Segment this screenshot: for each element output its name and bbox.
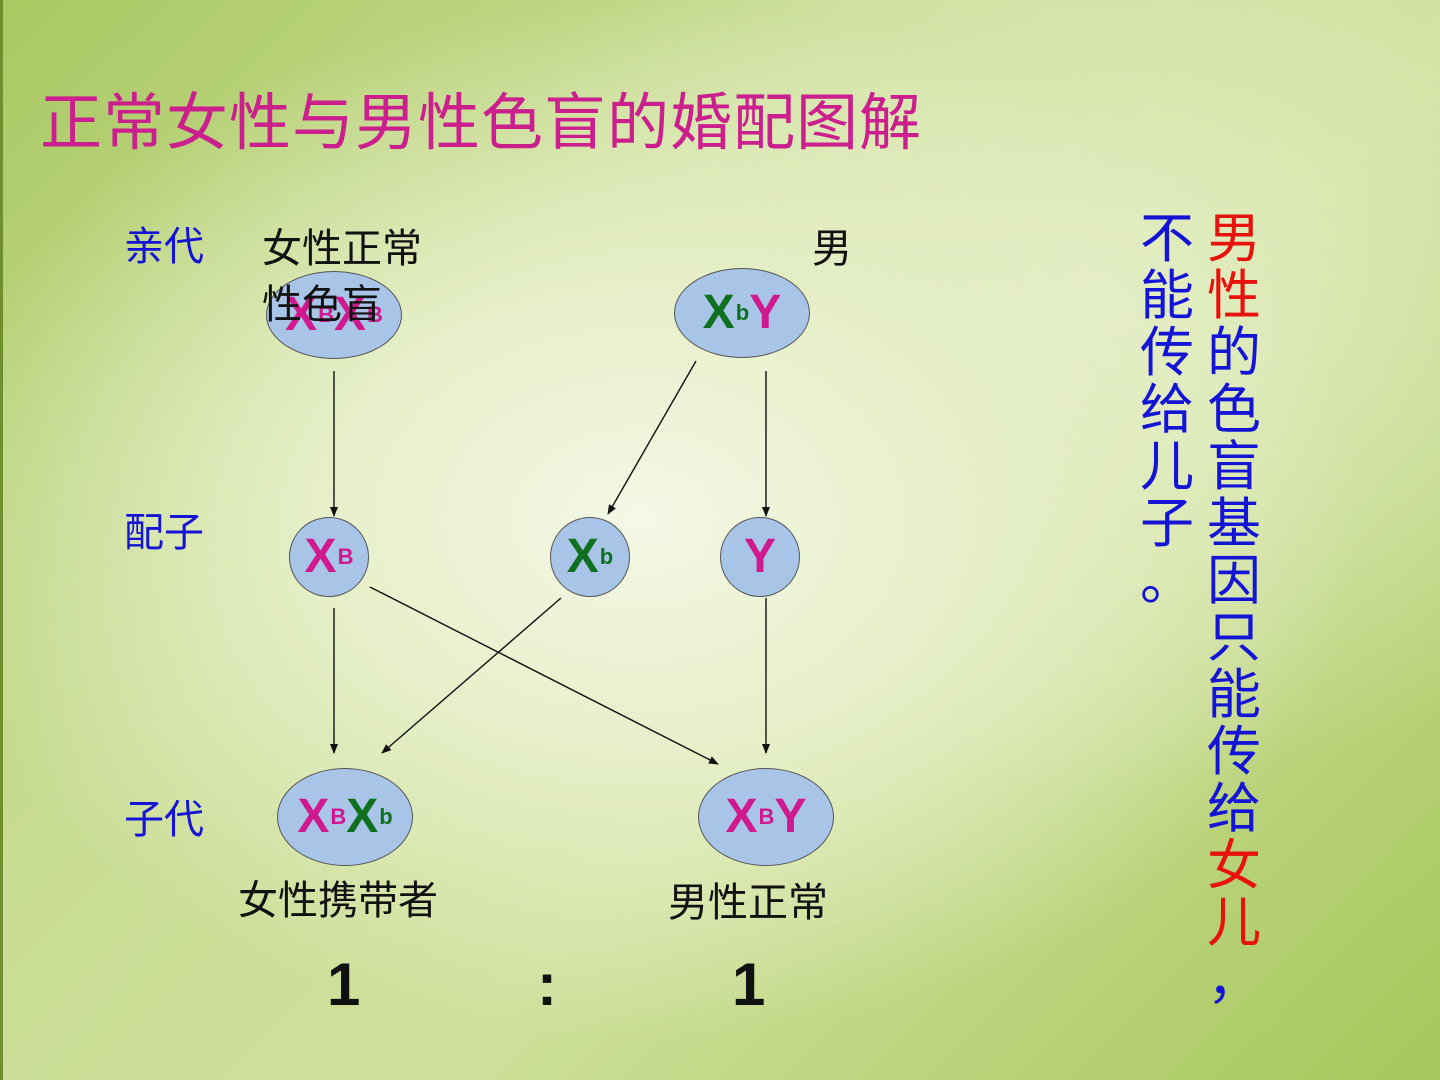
side-note-char: ， bbox=[1207, 948, 1261, 1011]
parent-female-desc-1: 女性正常 bbox=[262, 226, 422, 272]
allele: X bbox=[285, 288, 318, 341]
side-note-char: 。 bbox=[1140, 549, 1194, 612]
allele: X bbox=[725, 790, 758, 843]
allele: X bbox=[566, 530, 599, 583]
side-note-char: 能 bbox=[1207, 663, 1261, 726]
allele-sup: B bbox=[337, 544, 354, 569]
side-note-char: 盲 bbox=[1207, 435, 1261, 498]
side-note-char: 传 bbox=[1140, 321, 1194, 384]
side-note-char: 不 bbox=[1140, 207, 1194, 270]
allele: Y bbox=[749, 286, 782, 339]
allele-sup: B bbox=[330, 804, 347, 829]
slide-title: 正常女性与男性色盲的婚配图解 bbox=[40, 86, 923, 159]
side-note-column-right: 男性的色盲基因只能传给女儿， bbox=[1203, 210, 1265, 1008]
gamete-male-y: Y bbox=[720, 517, 800, 597]
side-note-char: 的 bbox=[1207, 321, 1261, 384]
allele-sup: b bbox=[379, 804, 393, 829]
allele: X bbox=[304, 530, 337, 583]
label-gamete: 配子 bbox=[124, 510, 204, 556]
allele: X bbox=[334, 288, 367, 341]
side-note-char: 能 bbox=[1140, 264, 1194, 327]
side-note-char: 给 bbox=[1140, 378, 1194, 441]
child-female-desc: 女性携带者 bbox=[238, 878, 438, 924]
side-note-column-left: 不能传给儿子。 bbox=[1136, 210, 1198, 609]
side-note-char: 女 bbox=[1207, 834, 1261, 897]
allele-sup: b bbox=[735, 300, 750, 325]
arrow-gamete-xlb-to-daughter bbox=[381, 597, 562, 754]
side-note-char: 传 bbox=[1207, 720, 1261, 783]
allele: X bbox=[702, 286, 735, 339]
allele-sup: B bbox=[758, 804, 775, 829]
arrow-father-to-gamete-xb bbox=[607, 360, 697, 515]
side-note-char: 基 bbox=[1207, 492, 1261, 555]
side-note-char: 子 bbox=[1140, 492, 1194, 555]
side-note-char: 只 bbox=[1207, 606, 1261, 669]
allele: X bbox=[297, 790, 330, 843]
ratio-right: 1 bbox=[732, 951, 766, 1018]
side-note-char: 儿 bbox=[1140, 435, 1194, 498]
ratio-left: 1 bbox=[327, 951, 361, 1018]
label-parent: 亲代 bbox=[124, 224, 204, 270]
allele: Y bbox=[774, 790, 807, 843]
slide-left-border bbox=[0, 0, 3, 1080]
label-offspring: 子代 bbox=[124, 797, 204, 843]
parent-male-desc: 男 bbox=[812, 226, 852, 272]
side-note-char: 性 bbox=[1207, 264, 1261, 327]
arrow-gamete-xb-to-son bbox=[369, 586, 719, 765]
side-note-char: 男 bbox=[1207, 207, 1261, 270]
side-note-char: 色 bbox=[1207, 378, 1261, 441]
allele: Y bbox=[743, 530, 776, 583]
parent-female-desc-2: 性色盲 bbox=[262, 282, 382, 328]
child-male-desc: 男性正常 bbox=[668, 880, 828, 926]
allele-sup: b bbox=[599, 544, 614, 569]
ratio-separator: : bbox=[537, 951, 557, 1018]
allele: X bbox=[346, 790, 379, 843]
allele-sup: B bbox=[367, 302, 383, 327]
allele-sup: B bbox=[318, 302, 334, 327]
side-note-char: 儿 bbox=[1207, 891, 1261, 954]
side-note-char: 给 bbox=[1207, 777, 1261, 840]
side-note-char: 因 bbox=[1207, 549, 1261, 612]
